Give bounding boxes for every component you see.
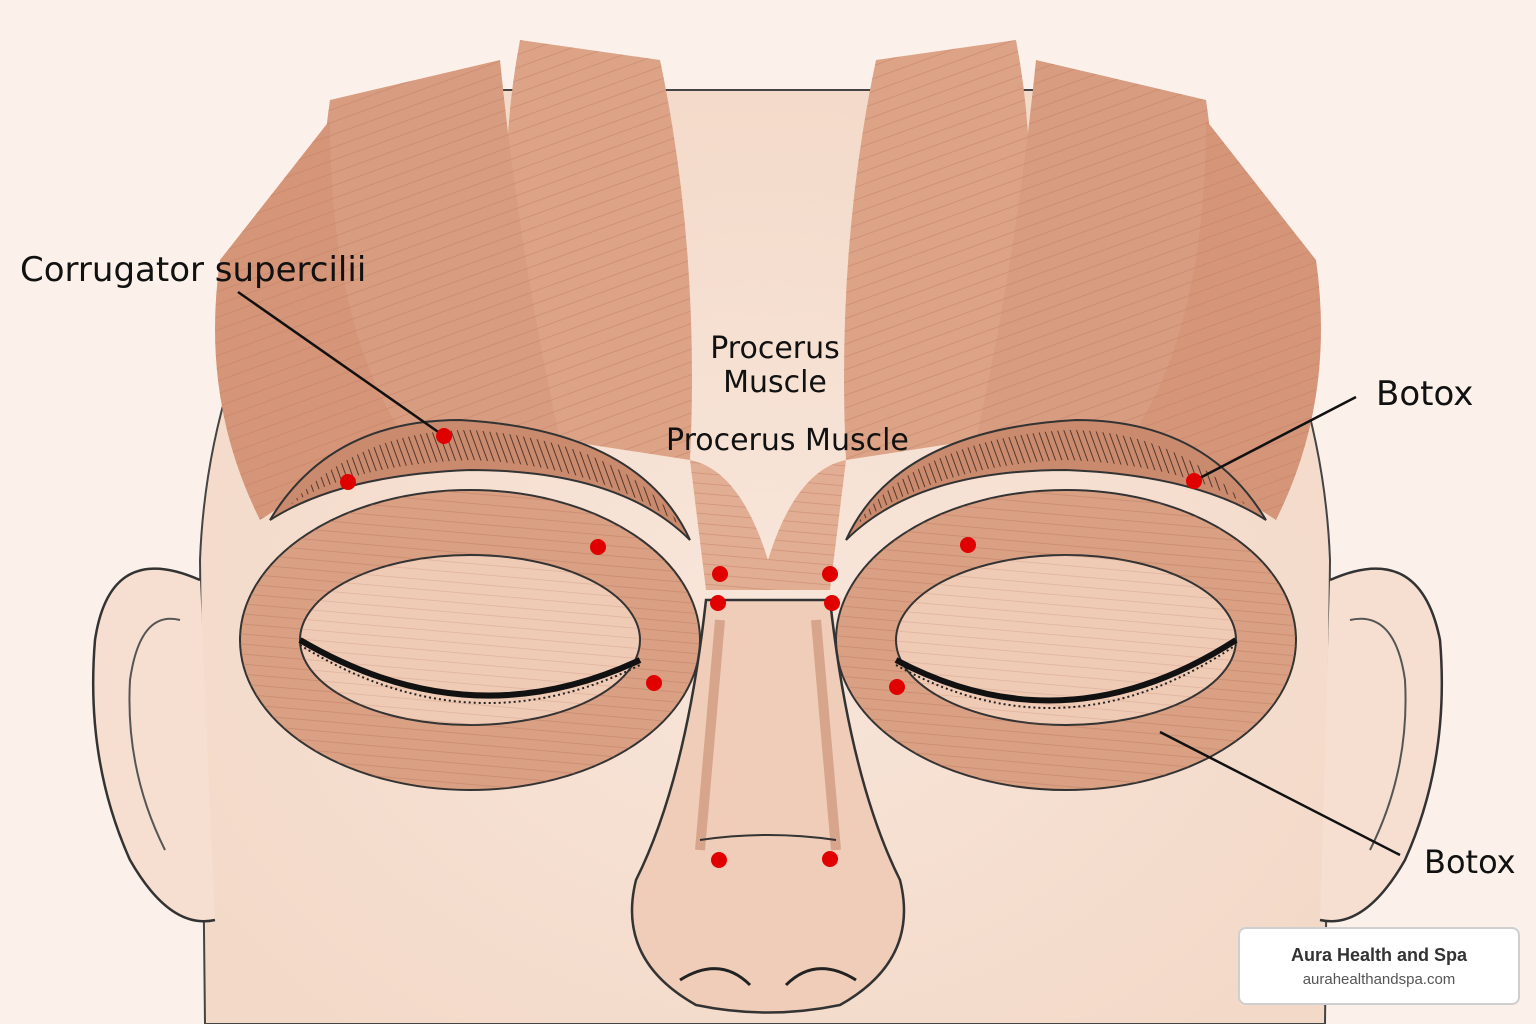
injection-point [1186,473,1202,489]
leader-line-corrugator [237,290,445,438]
watermark-badge: Aura Health and Spa aurahealthandspa.com [1238,927,1520,1005]
injection-point [889,679,905,695]
injection-point [711,852,727,868]
injection-point [590,539,606,555]
label-botox-upper: Botox [1376,374,1474,414]
label-botox-lower: Botox [1424,843,1516,881]
label-procerus-line1: Procerus [710,331,840,366]
left-ear [91,567,216,923]
watermark-title: Aura Health and Spa [1290,945,1468,965]
injection-point [960,537,976,553]
injection-point [822,566,838,582]
nose [630,598,906,1014]
right-ear [1319,567,1444,923]
label-procerus-muscle-stacked: Procerus Muscle [700,332,850,400]
injection-point [436,428,452,444]
left-orbicularis-oculi [239,489,701,791]
injection-point [824,595,840,611]
injection-point [340,474,356,490]
label-procerus-line2: Muscle [723,365,827,400]
leader-line-botox-upper [1193,395,1357,483]
leader-line-botox-lower [1159,730,1401,857]
injection-point [822,851,838,867]
watermark-url: aurahealthandspa.com [1302,971,1456,988]
label-corrugator-supercilii: Corrugator supercilii [20,250,367,290]
injection-point [646,675,662,691]
injection-point [712,566,728,582]
right-orbicularis-oculi [835,489,1297,791]
injection-points [340,428,1202,868]
label-procerus-muscle: Procerus Muscle [666,423,909,458]
frontalis-muscle [215,40,1321,520]
injection-point [710,595,726,611]
